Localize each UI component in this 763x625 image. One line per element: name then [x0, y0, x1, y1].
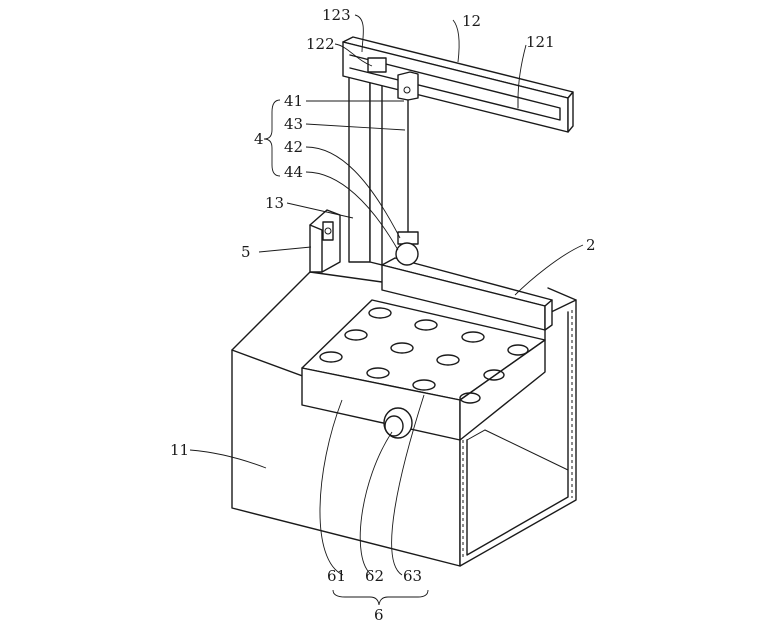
hole	[344, 329, 368, 341]
labels: 123 12 122 121 41 43 4 42 44 13 5 2 11 6…	[170, 6, 596, 624]
label-11: 11	[170, 441, 189, 459]
label-13: 13	[265, 194, 284, 212]
label-122: 122	[306, 35, 335, 53]
hole	[412, 379, 436, 391]
label-43: 43	[284, 115, 303, 133]
hole	[507, 344, 529, 356]
label-63: 63	[403, 567, 422, 585]
label-121: 121	[526, 33, 555, 51]
hole	[368, 307, 392, 319]
label-62: 62	[365, 567, 384, 585]
label-2: 2	[586, 236, 596, 254]
hole	[319, 351, 343, 363]
cross-beam	[342, 36, 574, 133]
label-5: 5	[241, 243, 251, 261]
hole	[483, 369, 505, 381]
label-6: 6	[374, 606, 384, 624]
outlet-pipe	[383, 407, 413, 439]
label-123: 123	[322, 6, 351, 24]
label-12: 12	[462, 12, 481, 30]
sensor-box	[309, 209, 341, 273]
hole	[414, 319, 438, 331]
hole	[461, 331, 485, 343]
perforated-plate	[301, 299, 546, 441]
label-42: 42	[284, 138, 303, 156]
hole	[459, 392, 481, 404]
label-61: 61	[327, 567, 346, 585]
label-4: 4	[254, 130, 264, 148]
label-41: 41	[284, 92, 303, 110]
slide-rail	[381, 257, 553, 331]
leader-lines	[189, 14, 584, 606]
hole	[390, 342, 414, 354]
hole	[436, 354, 460, 366]
label-44: 44	[284, 163, 303, 181]
column	[348, 57, 383, 266]
hook-ball	[395, 231, 419, 266]
carriage	[397, 71, 419, 101]
hole	[366, 367, 390, 379]
